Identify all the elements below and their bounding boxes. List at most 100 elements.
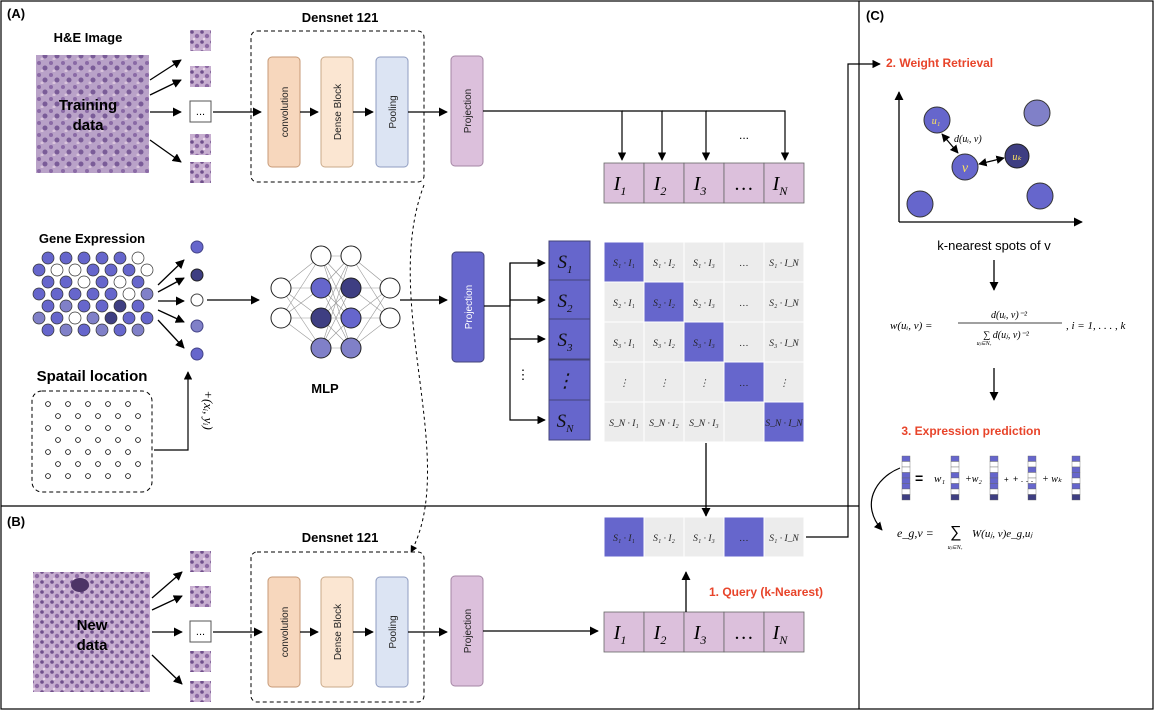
expr-vector-4-cell-0 (1071, 455, 1081, 462)
u1-label: u₁ (932, 116, 940, 127)
gene-dot-1-4 (104, 263, 118, 277)
spatial-dot-1-1 (75, 413, 81, 419)
matrix-text-4-0: S_N · I₁ (609, 419, 638, 429)
spot-token-cell-2 (548, 318, 591, 360)
matrix-text-4-2: S_N · I₃ (689, 419, 718, 429)
gene-dot-5-4 (104, 311, 118, 325)
matrix-cell-0-2 (683, 241, 725, 283)
spatial-dot-2-2 (85, 425, 91, 431)
gene-dot-3-3 (86, 287, 100, 301)
matrix-text-3-1: ⋮ (659, 379, 669, 389)
pool-label-b: Pooling (388, 615, 399, 648)
spatial-dot-6-4 (125, 473, 131, 479)
gene-spot-1 (190, 240, 204, 254)
image-token-b-cell-3 (723, 611, 765, 653)
spatial-dot-4-1 (65, 449, 71, 455)
mlp-node-2-1 (340, 277, 362, 299)
spatial-dot-4-0 (45, 449, 51, 455)
gene-dot-1-6 (140, 263, 154, 277)
projection-label-b: Projection (463, 609, 474, 653)
spatial-dot-0-0 (45, 401, 51, 407)
tissue-feature (71, 578, 89, 592)
spatial-dot-0-1 (65, 401, 71, 407)
mlp-node-2-3 (340, 337, 362, 359)
knn-caption: k-nearest spots of v (937, 238, 1051, 253)
mlp-node-3-1 (379, 307, 401, 329)
spatial-dot-4-3 (105, 449, 111, 455)
w2-label: +w₂ (965, 474, 982, 485)
matrix-cell-2-4 (763, 321, 805, 363)
gene-dot-2-5 (131, 275, 145, 289)
result-text-4: S₁ · I_N (769, 534, 799, 544)
final-lhs: e_g,v = (897, 526, 934, 540)
densenet-title-a: Densnet 121 (302, 10, 379, 25)
w1-label: w₁ (934, 473, 945, 485)
expr-vector-0-cell-0 (901, 455, 911, 462)
result-text-3: … (740, 534, 748, 544)
spatial-dot-0-3 (105, 401, 111, 407)
top-arrows-dots: ... (739, 128, 749, 142)
gene-dot-3-5 (122, 287, 136, 301)
expr-vector-4-cell-6 (1071, 488, 1081, 495)
expr-vector-2-cell-5 (989, 483, 999, 490)
tile-b-ellipsis (189, 620, 212, 643)
to-final-formula-arrow (870, 467, 901, 531)
gene-dot-4-5 (131, 299, 145, 313)
gene-dot-2-1 (59, 275, 73, 289)
matrix-text-1-1: S₂ · I₂ (653, 299, 675, 309)
gene-dot-0-1 (59, 251, 73, 265)
gene-spot-5 (190, 347, 204, 361)
matrix-cell-4-2 (683, 401, 725, 443)
gene-dot-0-4 (113, 251, 127, 265)
image-token-b-cell-2 (683, 611, 725, 653)
densenet-title-b: Densnet 121 (302, 530, 379, 545)
new-data-image (33, 572, 150, 692)
expr-vector-0-cell-6 (901, 488, 911, 495)
arrow-tile-4 (149, 139, 182, 163)
matrix-text-3-3: … (740, 379, 748, 389)
spatial-dot-3-2 (95, 437, 101, 443)
gene-dot-6-3 (95, 323, 109, 337)
matrix-cell-4-1 (643, 401, 685, 443)
mlp-node-0-0 (270, 277, 292, 299)
spatial-dot-2-1 (65, 425, 71, 431)
projection-label-a: Projection (463, 89, 474, 133)
expr-vector-3-cell-0 (1027, 455, 1037, 462)
tile-b-2 (190, 586, 211, 607)
matrix-cell-1-3 (723, 281, 765, 323)
gene-dot-6-0 (41, 323, 55, 337)
expr-vector-1-cell-4 (950, 477, 960, 484)
expr-vector-1-cell-5 (950, 483, 960, 490)
weight-formula-num: d(uᵢ, v)⁻² (991, 310, 1028, 321)
spatial-dot-5-1 (75, 461, 81, 467)
mlp-label: MLP (311, 381, 339, 396)
spatial-dot-3-4 (135, 437, 141, 443)
gene-dot-4-0 (41, 299, 55, 313)
gene-spot-4 (190, 319, 204, 333)
spatial-dot-1-3 (115, 413, 121, 419)
expr-vector-2-cell-7 (989, 494, 999, 501)
spatial-dot-5-0 (55, 461, 61, 467)
mlp-node-1-0 (310, 245, 332, 267)
gene-dot-2-3 (95, 275, 109, 289)
expr-vector-3-cell-7 (1027, 494, 1037, 501)
spot-token-cell-3 (548, 359, 591, 401)
coord-label: +(xᵢ, yᵢ) (201, 390, 216, 430)
expr-vector-3-cell-2 (1027, 466, 1037, 473)
image-token-b-cell-1 (643, 611, 685, 653)
gene-dot-1-1 (50, 263, 64, 277)
gene-dot-3-6 (140, 287, 154, 301)
spot-token-label-3: ⋮ (556, 371, 575, 392)
arrow-tile-1 (149, 59, 182, 81)
spatial-dot-4-2 (85, 449, 91, 455)
matrix-cell-0-4 (763, 241, 805, 283)
expr-vector-1-cell-3 (950, 472, 960, 479)
panel-b-label: (B) (7, 514, 25, 529)
spatial-dot-0-2 (85, 401, 91, 407)
expression-vectors (901, 455, 1081, 501)
image-token-b-cell-4 (763, 611, 805, 653)
mlp-node-2-2 (340, 307, 362, 329)
expr-vector-0-cell-5 (901, 483, 911, 490)
mlp-network (270, 245, 401, 359)
densenet-box-b (250, 551, 425, 703)
